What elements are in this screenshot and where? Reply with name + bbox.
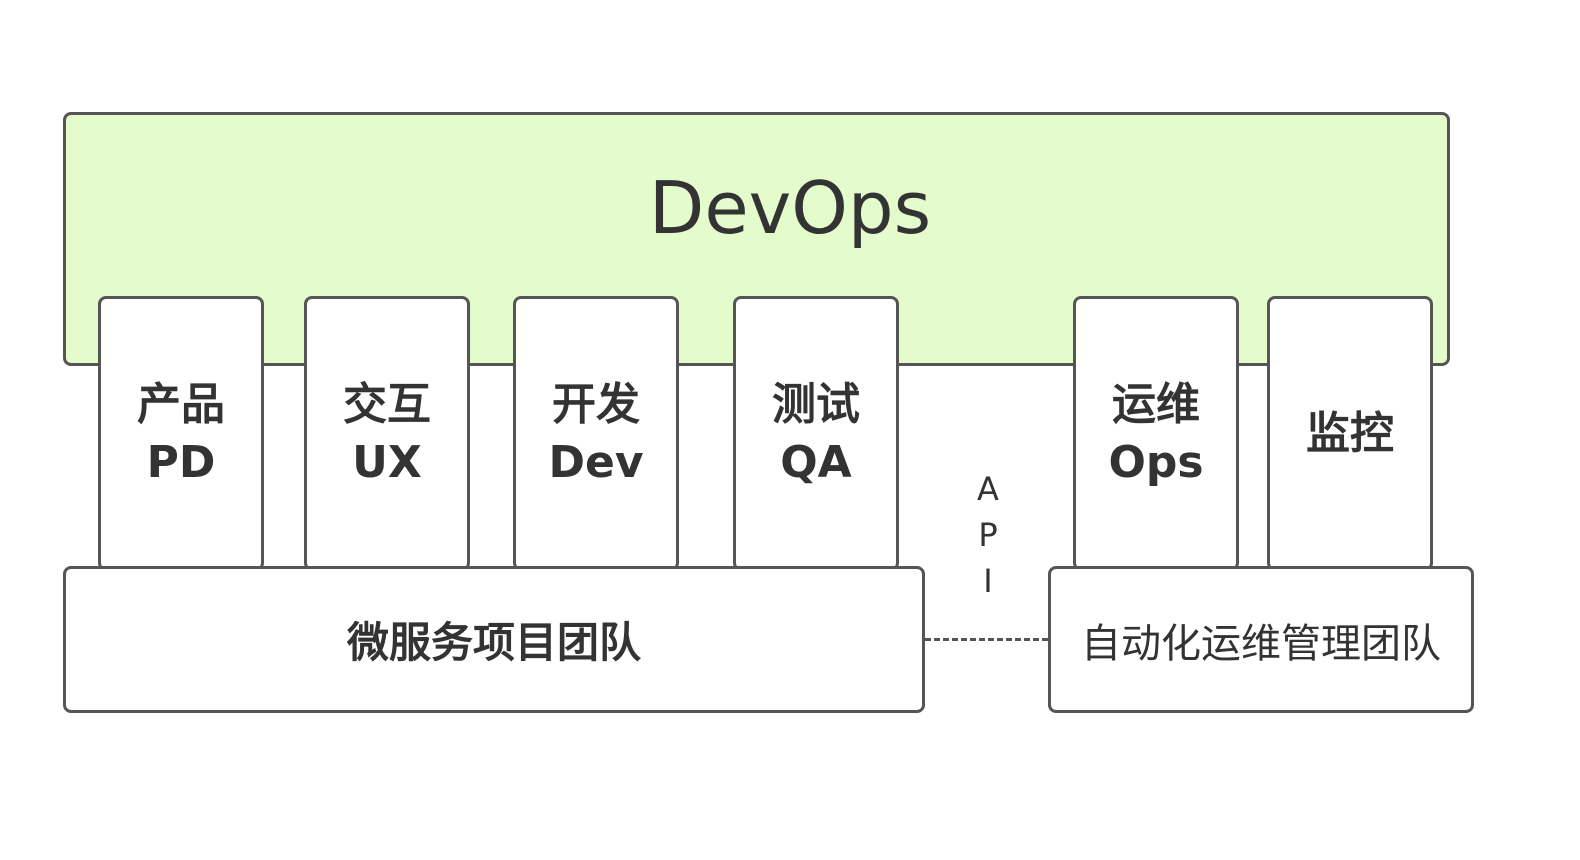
role-pd-cn: 产品 xyxy=(137,378,225,430)
role-ops-cn: 运维 xyxy=(1112,378,1200,430)
api-letter-i: I xyxy=(983,562,993,600)
role-box-monitoring: 监控 xyxy=(1267,296,1433,571)
api-letter-a: A xyxy=(977,470,999,508)
role-ux-en: UX xyxy=(352,436,422,488)
role-dev-cn: 开发 xyxy=(552,378,640,430)
role-qa-en: QA xyxy=(780,436,852,488)
role-ux-cn: 交互 xyxy=(343,378,431,430)
automation-ops-team-box: 自动化运维管理团队 xyxy=(1048,566,1474,713)
api-dashed-connector xyxy=(925,638,1048,641)
devops-title: DevOps xyxy=(648,166,932,250)
api-label: A P I xyxy=(966,466,1010,604)
role-box-ux: 交互 UX xyxy=(304,296,470,571)
role-ops-en: Ops xyxy=(1108,436,1204,488)
role-box-ops: 运维 Ops xyxy=(1073,296,1239,571)
role-monitoring-cn: 监控 xyxy=(1306,407,1394,459)
role-box-qa: 测试 QA xyxy=(733,296,899,571)
role-pd-en: PD xyxy=(146,436,216,488)
role-box-dev: 开发 Dev xyxy=(513,296,679,571)
role-qa-cn: 测试 xyxy=(772,378,860,430)
api-letter-p: P xyxy=(978,516,998,554)
automation-ops-team-label: 自动化运维管理团队 xyxy=(1081,620,1441,667)
microservice-team-box: 微服务项目团队 xyxy=(63,566,925,713)
microservice-team-label: 微服务项目团队 xyxy=(346,618,641,667)
role-dev-en: Dev xyxy=(548,436,644,488)
role-box-pd: 产品 PD xyxy=(98,296,264,571)
